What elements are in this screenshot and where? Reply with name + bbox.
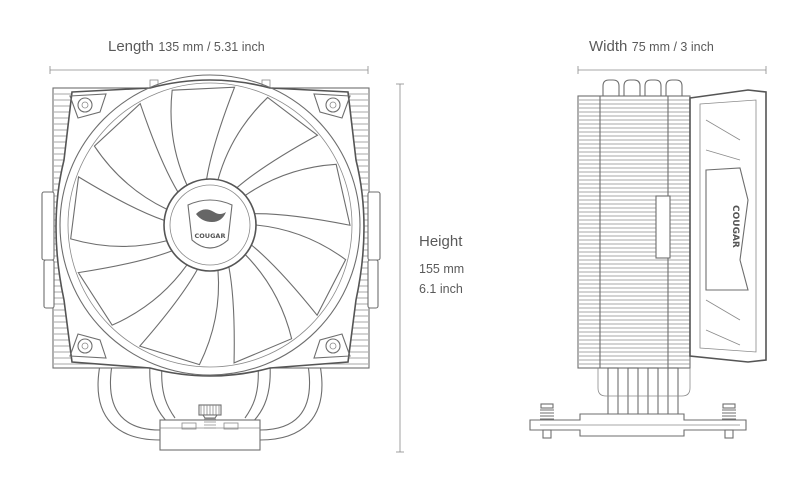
height-inch-value: 6.1 inch	[419, 282, 463, 296]
side-fin-stack	[577, 95, 691, 369]
front-mounting-screw	[198, 404, 222, 429]
side-view: COUGAR	[529, 79, 767, 439]
side-logo-text: COUGAR	[730, 205, 740, 248]
cougar-shield-icon	[187, 199, 233, 249]
front-logo-text: COUGAR	[195, 232, 226, 240]
front-fan-blades	[70, 86, 351, 366]
fan-blade	[70, 175, 168, 247]
height-title: Height	[419, 233, 463, 250]
fan-blade	[138, 268, 220, 366]
length-dimension-label: Length 135 mm / 5.31 inch	[108, 38, 265, 56]
fan-blade	[170, 86, 236, 186]
side-right-spring-screw	[722, 403, 736, 439]
width-title: Width	[589, 38, 628, 55]
front-fan-hub: COUGAR	[163, 178, 257, 272]
fan-blade	[228, 253, 293, 364]
length-value: 135 mm / 5.31 inch	[158, 40, 265, 54]
height-dimension-line	[396, 83, 404, 453]
width-dimension-line	[577, 66, 767, 74]
width-dimension-label: Width 75 mm / 3 inch	[589, 38, 714, 56]
fan-blade	[93, 102, 179, 210]
side-mounting-bar	[529, 413, 747, 437]
front-view: COUGAR	[41, 74, 381, 451]
length-title: Length	[108, 38, 154, 55]
width-value: 75 mm / 3 inch	[631, 40, 714, 54]
side-fan: COUGAR	[689, 89, 767, 363]
front-heatpipes	[97, 364, 323, 441]
side-heatpipe-tops	[598, 79, 690, 97]
length-dimension-line	[49, 66, 369, 74]
front-base-block	[159, 419, 261, 451]
height-mm-value: 155 mm	[419, 262, 465, 276]
fan-blade	[244, 163, 351, 226]
cougar-head-icon	[196, 209, 226, 222]
fan-blade	[77, 250, 188, 326]
fan-blade	[217, 96, 319, 189]
fan-blade	[250, 224, 347, 317]
side-left-spring-screw	[540, 403, 554, 439]
